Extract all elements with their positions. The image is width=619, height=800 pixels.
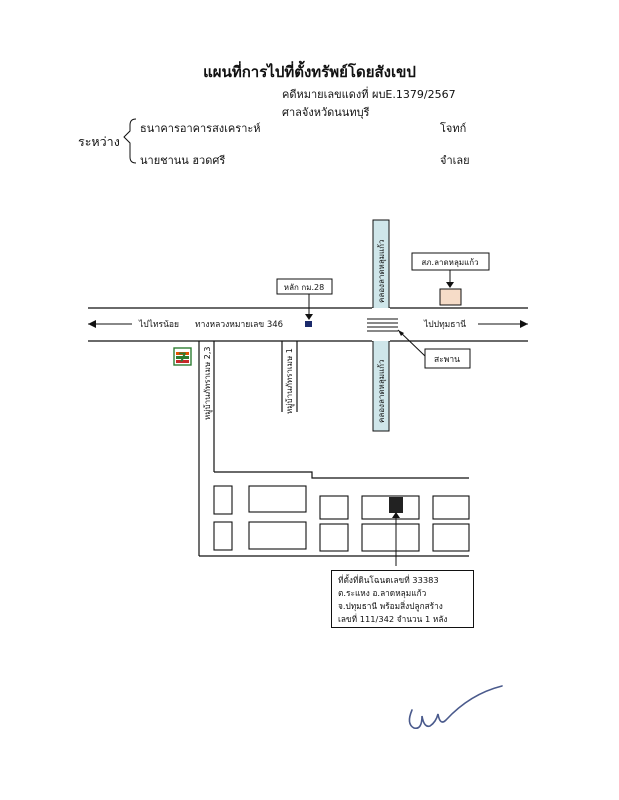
property-marker-icon <box>389 497 403 513</box>
property-line: จ.ปทุมธานี พร้อมสิ่งปลูกสร้าง <box>338 601 443 611</box>
defendant-role: จำเลย <box>440 154 470 167</box>
block <box>248 521 307 550</box>
soi-2-3-label: หมู่บ้านภัทราเมษ 2,3 <box>203 347 213 420</box>
district-office-label: สภ.ลาดหลุมแก้ว <box>421 258 478 267</box>
km-marker-box <box>276 278 333 295</box>
court-name: ศาลจังหวัดนนทบุรี <box>282 106 370 119</box>
block <box>432 495 470 520</box>
km-marker-icon <box>305 321 312 327</box>
block <box>361 523 420 552</box>
bridge-label-box <box>424 348 471 369</box>
case-number: คดีหมายเลขแดงที่ ผบE.1379/2567 <box>282 88 456 101</box>
block <box>319 523 349 552</box>
property-line: ที่ตั้งที่ดินโฉนดเลขที่ 33383 <box>338 575 439 585</box>
soi-1-label: หมู่บ้านภัทราเมษ 1 <box>285 348 295 414</box>
canal-north-label: คลองลาดหลุมแก้ว <box>377 240 386 304</box>
main-road-label: ทางหลวงหมายเลข 346 <box>195 320 283 330</box>
canal-south-label: คลองลาดหลุมแก้ว <box>377 360 386 424</box>
seven-eleven-logo: 7 <box>173 347 192 366</box>
property-line: ต.ระแหง อ.ลาดหลุมแก้ว <box>338 588 427 598</box>
svg-text:7: 7 <box>178 351 186 365</box>
defendant-name: นายชานน ฮวดศรี <box>140 154 226 167</box>
block <box>319 495 349 520</box>
bridge-icon <box>367 318 398 332</box>
bridge-label: สะพาน <box>434 355 460 365</box>
property-line: เลขที่ 111/342 จำนวน 1 หลัง <box>338 614 448 624</box>
plaintiff-name: ธนาคารอาคารสงเคราะห์ <box>140 122 261 135</box>
between-label: ระหว่าง <box>78 134 120 149</box>
block <box>213 485 233 515</box>
page-title: แผนที่การไปที่ตั้งทรัพย์โดยสังเขป <box>203 63 416 81</box>
plaintiff-role: โจทก์ <box>440 122 467 135</box>
property-description: ที่ตั้งที่ดินโฉนดเลขที่ 33383 ต.ระแหง อ.… <box>331 570 474 628</box>
to-east-label: ไปปทุมธานี <box>423 319 466 330</box>
km-marker-label: หลัก กม.28 <box>284 283 324 292</box>
arrow-left-icon <box>88 320 96 328</box>
subdivision-boundary-north <box>214 471 469 479</box>
to-west-label: ไปไทรน้อย <box>138 319 179 330</box>
district-office-icon <box>439 288 462 306</box>
block <box>213 521 233 551</box>
block <box>248 485 307 513</box>
handwritten-signature <box>408 685 503 730</box>
party-bracket <box>123 118 137 164</box>
arrow-right-icon <box>520 320 528 328</box>
block <box>432 523 470 552</box>
